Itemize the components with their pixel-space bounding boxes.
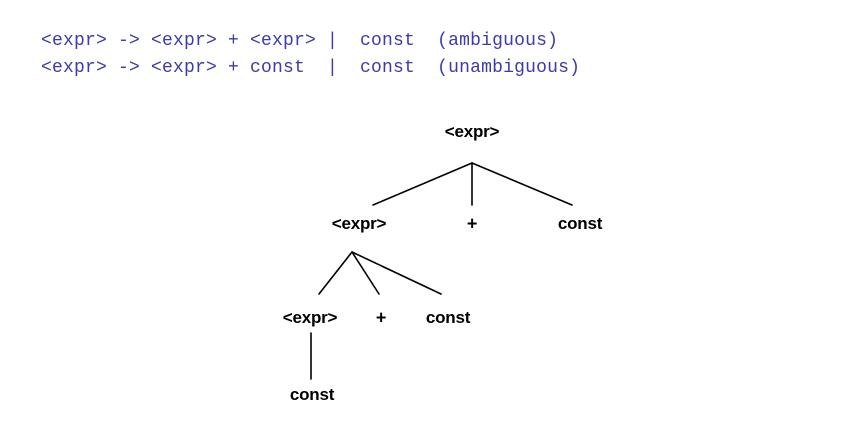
grammar-line-unambiguous: <expr> -> <expr> + const | const (unambi… [41,58,581,78]
grammar-productions: <expr> -> <expr> + <expr> | const (ambig… [41,28,580,82]
tree-node-root-expr: <expr> [444,122,500,141]
tree-node-level1-plus: + [466,213,478,234]
tree-edge-n1-n4 [318,251,353,295]
tree-node-level1-expr: <expr> [331,214,387,233]
tree-edge-n1-n5 [351,251,380,295]
tree-node-level3-const: const [289,385,335,404]
tree-edge-n0-n3 [471,162,573,206]
tree-edge-n1-n6 [351,251,442,295]
tree-node-level2-const: const [425,308,471,327]
tree-node-level2-expr: <expr> [282,308,338,327]
tree-edge-n0-n1 [372,162,473,206]
tree-node-level1-const: const [557,214,603,233]
grammar-line-ambiguous: <expr> -> <expr> + <expr> | const (ambig… [41,31,559,51]
tree-node-level2-plus: + [375,307,387,328]
